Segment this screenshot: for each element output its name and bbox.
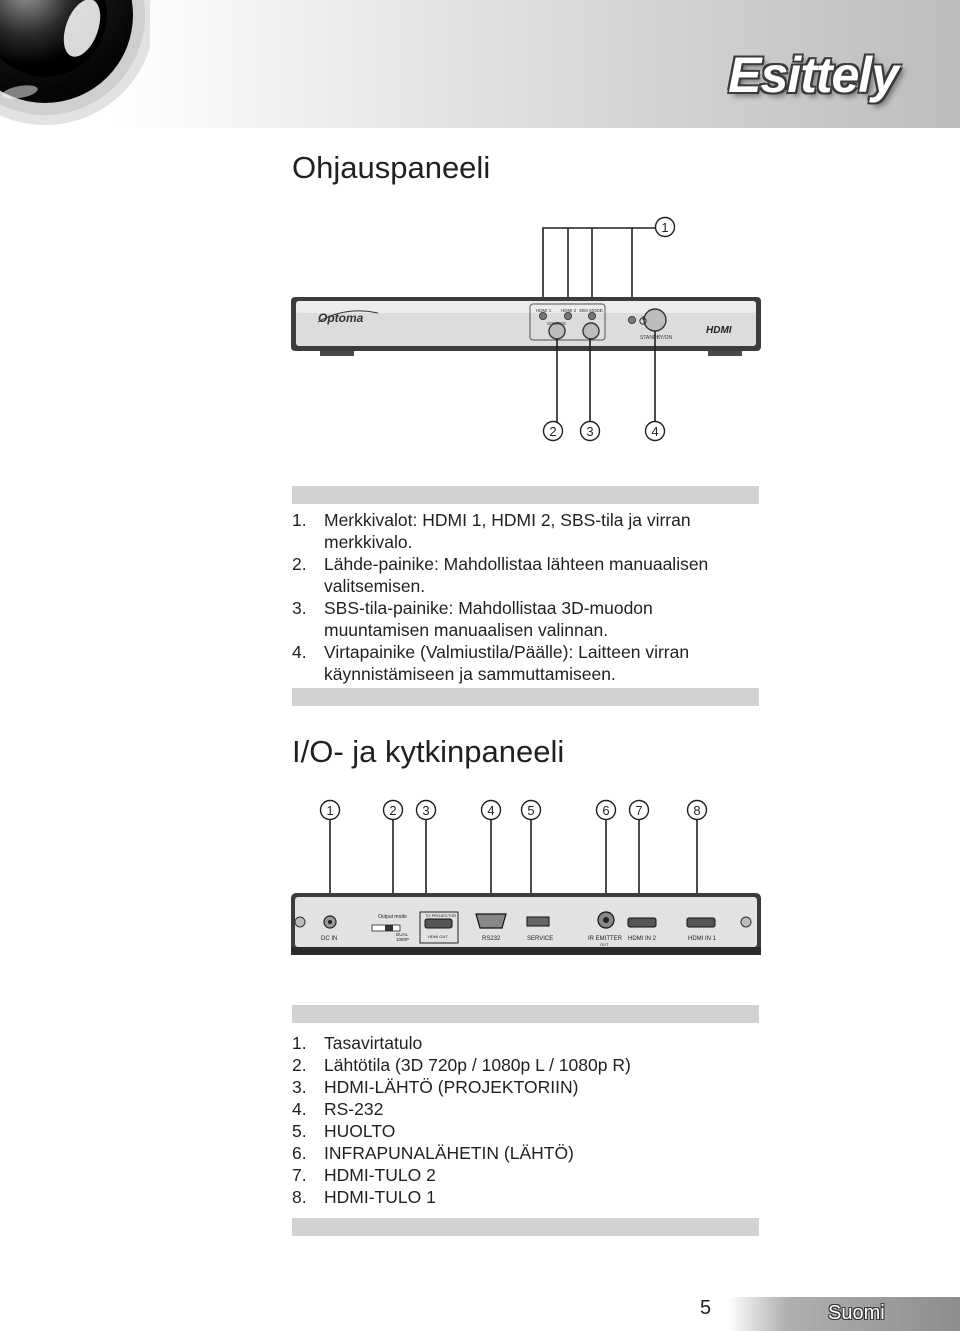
projector-lens-image xyxy=(0,0,150,128)
list-item: 6.INFRAPUNALÄHETIN (LÄHTÖ) xyxy=(292,1143,574,1163)
hdmi1-led xyxy=(539,311,548,320)
list-item: 2.Lähtötila (3D 720p / 1080p L / 1080p R… xyxy=(292,1055,631,1075)
header-band xyxy=(0,0,960,128)
page-number: 5 xyxy=(700,1297,712,1319)
rs232-label: RS232 xyxy=(482,936,501,942)
hdmi-in2-port[interactable] xyxy=(627,917,657,928)
hdmi-out-port[interactable] xyxy=(424,918,453,929)
hdmi-in1-port[interactable] xyxy=(686,917,716,928)
list-item: 4.Virtapainike (Valmiustila/Päälle): Lai… xyxy=(292,642,690,684)
control-panel-list: 1.Merkkivalot: HDMI 1, HDMI 2, SBS-tila … xyxy=(292,509,762,685)
chapter-title: Esittely xyxy=(728,47,899,103)
callout-2: 2 xyxy=(549,424,556,439)
io-callout-7: 7 xyxy=(635,803,642,818)
section-divider xyxy=(292,1218,759,1236)
hdmi-out-label: HDMI OUT xyxy=(428,934,448,939)
led-label-hdmi2: HDMI 2 xyxy=(561,308,577,313)
list-item: 3.SBS-tila-painike: Mahdollistaa 3D-muod… xyxy=(292,598,653,640)
section-divider xyxy=(292,1005,759,1023)
callout-3: 3 xyxy=(586,424,593,439)
hdmi-in2-label: HDMI IN 2 xyxy=(628,936,657,942)
led-label-hdmi1: HDMI 1 xyxy=(536,308,552,313)
list-item: 3.HDMI-LÄHTÖ (PROJEKTORIIN) xyxy=(292,1077,579,1097)
1080p-label: 1080P xyxy=(396,937,409,942)
section-divider xyxy=(292,688,759,706)
callout-lines-top xyxy=(542,227,655,320)
dc-in-label: DC IN xyxy=(321,936,337,942)
list-item: 1.Tasavirtatulo xyxy=(292,1033,423,1053)
callout-1: 1 xyxy=(661,220,668,235)
control-callouts: 1 2 3 4 xyxy=(542,216,676,442)
hdmi2-led xyxy=(564,311,573,320)
io-callout-3: 3 xyxy=(422,803,429,818)
section-divider xyxy=(292,486,759,504)
source-label: SOURCE xyxy=(547,321,566,326)
list-item: 4.RS-232 xyxy=(292,1099,384,1119)
callout-4: 4 xyxy=(651,424,658,439)
io-callout-2: 2 xyxy=(389,803,396,818)
led-label-sbs: SBS MODE xyxy=(579,308,603,313)
screw xyxy=(294,916,306,928)
list-item: 5.HUOLTO xyxy=(292,1121,396,1141)
sbs-mode-button[interactable] xyxy=(582,322,600,340)
io-panel-list: 1.Tasavirtatulo 2.Lähtötila (3D 720p / 1… xyxy=(292,1032,762,1208)
io-callout-8: 8 xyxy=(693,803,700,818)
list-item: 8.HDMI-TULO 1 xyxy=(292,1187,436,1207)
io-panel-device xyxy=(291,893,761,955)
io-callout-1: 1 xyxy=(326,803,333,818)
io-callouts: 1 2 3 4 5 6 7 8 xyxy=(319,799,708,821)
list-item: 1.Merkkivalot: HDMI 1, HDMI 2, SBS-tila … xyxy=(292,510,691,552)
callout-lines-bottom xyxy=(556,331,656,422)
hdmi-in1-label: HDMI IN 1 xyxy=(688,936,717,942)
standby-label: STANDBY/ON xyxy=(640,335,673,341)
hdmi-logo: HDMI xyxy=(706,325,732,336)
ir-out-label: OUT xyxy=(600,942,609,947)
language-label: Suomi xyxy=(828,1302,885,1324)
ir-emitter-label: IR EMITTER xyxy=(588,936,623,942)
service-port[interactable] xyxy=(526,916,550,927)
list-item: 7.HDMI-TULO 2 xyxy=(292,1165,436,1185)
screw xyxy=(740,916,752,928)
rs232-port[interactable] xyxy=(475,913,507,929)
output-mode-label: Output mode xyxy=(378,914,407,920)
power-icon xyxy=(639,316,647,325)
footer-bar xyxy=(728,1297,960,1331)
io-callout-6: 6 xyxy=(602,803,609,818)
control-panel-title: Ohjauspaneeli xyxy=(292,150,491,185)
to-projector-label: TO PROJECTOR xyxy=(425,913,456,918)
power-led xyxy=(628,315,637,324)
brand-logo: Optoma xyxy=(318,311,364,325)
service-label: SERVICE xyxy=(527,936,553,942)
control-panel-diagram: Optoma HDMI 1 HDMI 2 SBS MODE SOURCE STA… xyxy=(291,216,761,442)
dual-label: DUAL xyxy=(396,932,409,937)
io-callout-5: 5 xyxy=(527,803,534,818)
io-panel-diagram: DC IN Output mode DUAL 1080P TO PROJECTO… xyxy=(291,799,761,955)
sbs-led xyxy=(588,311,597,320)
io-panel-title: I/O- ja kytkinpaneeli xyxy=(292,734,565,769)
control-panel-device xyxy=(291,297,761,356)
io-callout-4: 4 xyxy=(487,803,494,818)
list-item: 2.Lähde-painike: Mahdollistaa lähteen ma… xyxy=(292,554,709,596)
